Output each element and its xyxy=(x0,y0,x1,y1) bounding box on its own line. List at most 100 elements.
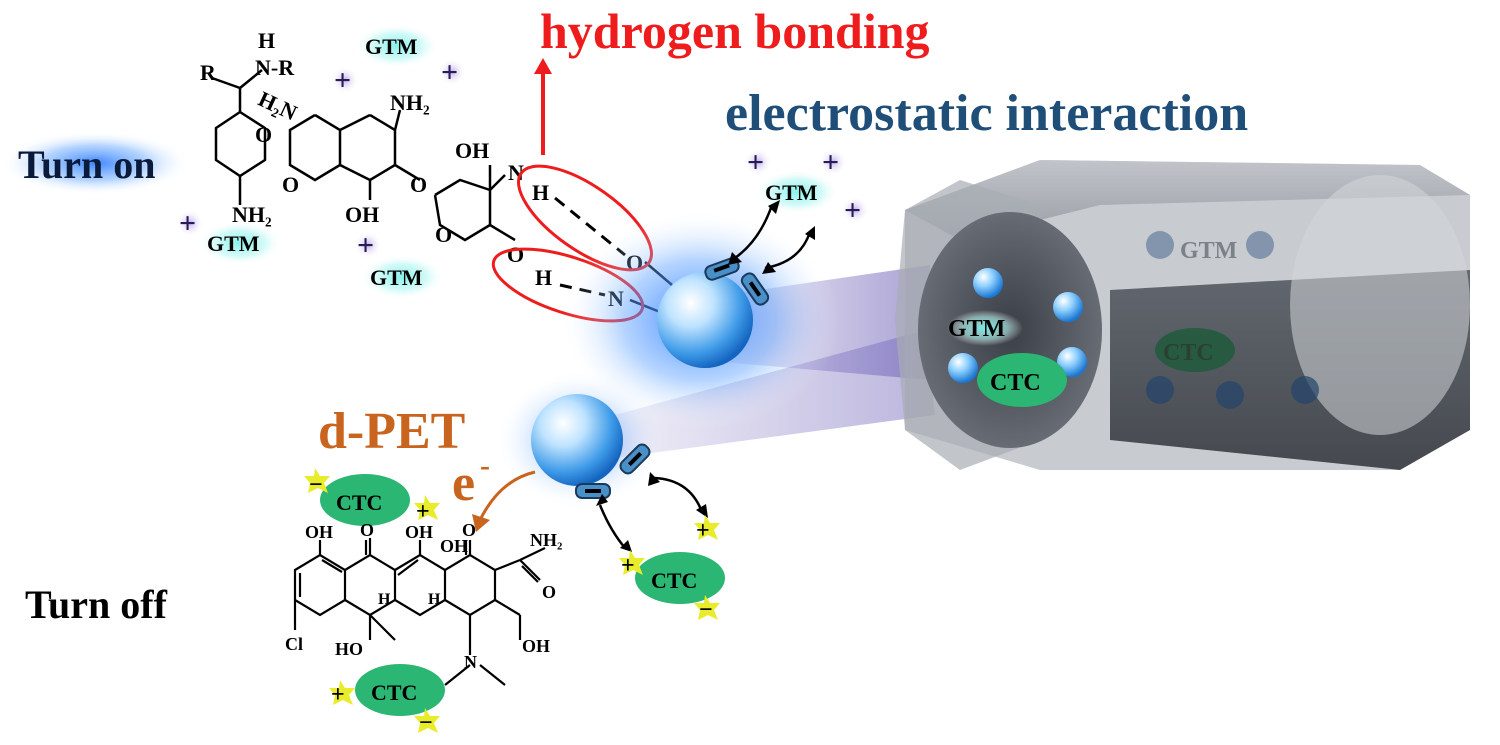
gtm-o2: O xyxy=(282,172,299,197)
arrowhead xyxy=(696,504,708,518)
plus-glow xyxy=(176,209,204,237)
ctc-blob xyxy=(355,664,445,716)
attraction-arrow xyxy=(734,204,774,260)
mouth-gtm-label: GTM xyxy=(948,316,1005,342)
ctc-h2: H xyxy=(428,591,441,608)
ctc-amide-o: O xyxy=(542,582,556,602)
probe-sphere xyxy=(657,272,753,368)
inner-sphere xyxy=(1216,381,1244,409)
gtm-label-4: GTM xyxy=(765,180,818,205)
gtm-label-3: GTM xyxy=(370,265,423,290)
inner-sphere xyxy=(1246,231,1274,259)
attraction-arrow xyxy=(598,504,626,549)
arrowhead xyxy=(728,252,742,265)
inner-sphere xyxy=(1146,231,1174,259)
gtm-o3: O xyxy=(410,172,427,197)
ctc-label-1: CTC xyxy=(336,490,382,515)
gtm-nh2-ring: NH₂ xyxy=(390,90,430,115)
hydrogen-bonding-title: hydrogen bonding xyxy=(540,3,930,59)
charge-star xyxy=(694,515,720,540)
gtm-h-hbond: H xyxy=(532,180,549,205)
gtm-oh-top: OH xyxy=(455,138,489,163)
charge-star xyxy=(414,495,440,520)
tube-end-cap xyxy=(1290,175,1470,435)
charge-star xyxy=(329,680,355,705)
arrowhead xyxy=(768,200,780,214)
plus-charge: + xyxy=(621,553,635,579)
plus-glow xyxy=(354,231,382,259)
ctc-ions: CTC CTC CTC − + + + − + − xyxy=(304,468,725,736)
plus-glow xyxy=(841,196,869,224)
gtm-glow xyxy=(355,24,439,68)
electron-transfer-arrow xyxy=(478,470,536,521)
ctc-cl: Cl xyxy=(285,634,303,654)
gtm-label-1: GTM xyxy=(365,34,418,59)
inner-sphere xyxy=(1291,376,1319,404)
charge-star xyxy=(414,708,440,733)
electron-label: e xyxy=(452,455,475,512)
turn-on-label: Turn on xyxy=(18,142,156,187)
probe-particle-off xyxy=(495,370,708,552)
gtm-nh-r: N-R xyxy=(255,55,295,80)
gtm-h-top: H xyxy=(258,28,275,53)
plus-charge: + xyxy=(747,146,764,179)
minus-mark xyxy=(585,489,601,493)
arrowhead xyxy=(620,540,632,552)
inner-gtm-label: GTM xyxy=(1180,238,1237,264)
ctc-blob xyxy=(635,552,725,604)
minus-charge: − xyxy=(699,597,713,623)
tube-top-face xyxy=(905,160,1470,240)
plus-glow xyxy=(819,148,847,176)
turn-on-glow xyxy=(0,131,190,195)
inner-ctc-blob xyxy=(1155,328,1235,372)
ctc-label-2: CTC xyxy=(651,568,697,593)
gtm-label-2: GTM xyxy=(207,231,260,256)
mouth-sphere xyxy=(1057,347,1087,377)
plus-charge: + xyxy=(179,207,196,240)
hbond-dash-1 xyxy=(554,196,626,257)
plus-charge: + xyxy=(331,682,345,708)
plus-glow xyxy=(438,58,466,86)
ctc-label-3: CTC xyxy=(371,680,417,705)
nanotube: GTM CTC GTM CTC xyxy=(560,160,1470,470)
ctc-labels: OH O OH OH O NH₂ O OH H H HO N Cl xyxy=(285,520,562,672)
ctc-o-keto2: O xyxy=(462,520,476,540)
gtm-r-left: R xyxy=(200,60,217,85)
ctc-ho: HO xyxy=(335,639,363,659)
charge-star xyxy=(619,550,645,575)
mouth-gtm-glow xyxy=(947,310,1023,346)
gtm-glow xyxy=(360,255,444,299)
charge-star xyxy=(694,595,720,620)
ctc-oh1: OH xyxy=(305,522,333,542)
turn-off-label: Turn off xyxy=(25,582,168,627)
ctc-h1: H xyxy=(378,591,391,608)
arrowhead xyxy=(648,472,660,486)
gtm-o1: O xyxy=(255,122,272,147)
d-pet-label: d-PET xyxy=(318,403,465,460)
ctc-oh4: OH xyxy=(522,636,550,656)
gtm-oh-mid: OH xyxy=(345,202,379,227)
ctc-blob xyxy=(320,474,410,526)
electrostatic-interaction-title: electrostatic interaction xyxy=(725,85,1248,142)
mouth-ctc-label: CTC xyxy=(990,370,1041,396)
gtm-glow xyxy=(198,221,282,265)
plus-charge: + xyxy=(696,518,710,544)
ctc-structure xyxy=(293,538,546,686)
plus-glow xyxy=(331,66,359,94)
plus-charge: + xyxy=(357,229,374,262)
plus-charge: + xyxy=(416,499,430,525)
mouth-ctc-blob xyxy=(977,353,1067,407)
gtm-ions: GTM GTM GTM GTM + + + + + + + xyxy=(176,24,869,299)
hbond-arrowhead xyxy=(534,58,552,74)
inner-sphere xyxy=(1146,376,1174,404)
ctc-n: N xyxy=(464,652,477,672)
electron-arrowhead xyxy=(472,514,490,532)
minus-mark xyxy=(748,281,762,297)
electron-charge: - xyxy=(480,449,490,482)
arrowhead xyxy=(762,262,776,274)
charge-star xyxy=(304,468,330,493)
mouth-sphere xyxy=(1053,292,1083,322)
gtm-h2n: H₂N xyxy=(255,86,302,125)
